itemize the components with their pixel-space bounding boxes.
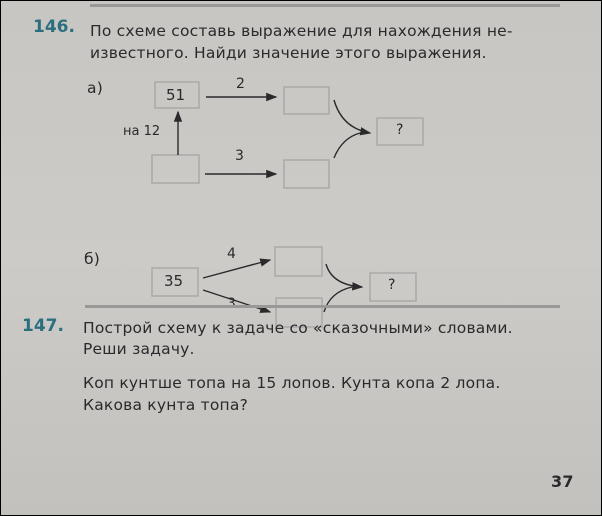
box-a-result — [376, 117, 424, 146]
arrow-label-b-top: 4 — [227, 246, 236, 262]
task-147-line3: Коп кунтше топа на 15 лопов. Кунта копа … — [83, 374, 501, 392]
arrow-label-a-up: на 12 — [123, 124, 161, 139]
box-51 — [154, 81, 200, 109]
arrow-label-a-bottom: 3 — [235, 148, 244, 164]
task-146-line1: По схеме составь выражение для нахождени… — [90, 22, 513, 40]
box-a-bottom-right — [283, 159, 330, 189]
box-a-bottom-left — [151, 154, 200, 184]
box-b-bottom — [275, 297, 323, 328]
box-b-top — [274, 246, 323, 277]
part-a-label: а) — [87, 79, 103, 97]
task-147-line1: Построй схему к задаче со «сказочными» с… — [83, 319, 513, 337]
task-147-number: 147. — [22, 316, 64, 336]
task-146-line2: известного. Найди значение этого выражен… — [90, 44, 487, 62]
start-value-a: 51 — [166, 86, 186, 104]
arrow-label-a-top: 2 — [236, 76, 245, 92]
task-147-line2: Реши задачу. — [83, 340, 195, 358]
part-b-label: б) — [84, 250, 101, 268]
top-rule — [90, 4, 560, 7]
box-a-top — [283, 86, 330, 115]
page-number: 37 — [551, 472, 574, 491]
task-146-number: 146. — [33, 17, 75, 37]
section-rule — [85, 305, 560, 308]
task-147-line4: Какова кунта топа? — [83, 396, 249, 414]
result-b: ? — [388, 277, 396, 293]
box-35 — [151, 267, 199, 297]
result-a: ? — [396, 122, 404, 138]
arrow-label-b-bottom: 3 — [227, 296, 236, 312]
box-b-result — [369, 272, 417, 302]
start-value-b: 35 — [164, 272, 184, 290]
